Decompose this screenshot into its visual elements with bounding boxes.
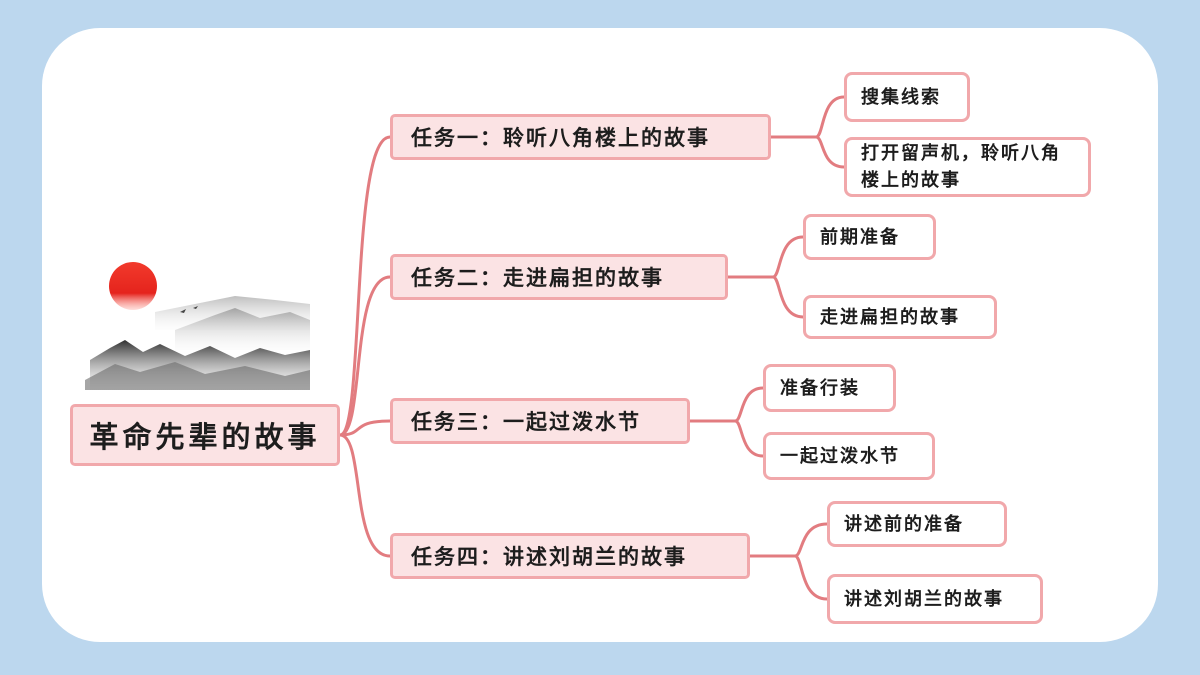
root-to-task-3-line [339, 419, 391, 437]
task-2-to-subtask-2-line [772, 275, 804, 319]
task-2-to-subtask-1-line [772, 235, 804, 279]
subtask-1-2-label: 打开留声机，聆听八角楼上的故事 [861, 143, 1061, 191]
root-to-task-4-line [339, 433, 391, 558]
subtask-4-1[interactable]: 讲述前的准备 [827, 501, 1007, 547]
root-to-task-2-line [339, 275, 391, 437]
task-4[interactable]: 任务四：讲述刘胡兰的故事 [390, 533, 750, 579]
subtask-3-1[interactable]: 准备行装 [763, 364, 896, 412]
subtask-1-1[interactable]: 搜集线索 [844, 72, 970, 122]
subtask-3-2[interactable]: 一起过泼水节 [763, 432, 935, 480]
subtask-2-2[interactable]: 走进扁担的故事 [803, 295, 997, 339]
task-4-to-subtask-1-line [794, 522, 828, 558]
subtask-1-1-label: 搜集线索 [861, 86, 941, 108]
task-4-to-subtask-2-line [794, 554, 828, 601]
subtask-2-2-label: 走进扁担的故事 [820, 306, 960, 328]
task-3[interactable]: 任务三：一起过泼水节 [390, 398, 690, 444]
task-1[interactable]: 任务一：聆听八角楼上的故事 [390, 114, 771, 160]
subtask-4-2-label: 讲述刘胡兰的故事 [844, 588, 1004, 610]
task-1-label: 任务一：聆听八角楼上的故事 [411, 125, 710, 150]
root-topic-label: 革命先辈的故事 [89, 420, 321, 454]
subtask-2-1-label: 前期准备 [820, 226, 900, 248]
task-3-label: 任务三：一起过泼水节 [411, 409, 641, 434]
task-3-to-subtask-1-line [734, 386, 764, 423]
task-4-label: 任务四：讲述刘胡兰的故事 [411, 544, 687, 569]
subtask-1-2[interactable]: 打开留声机，聆听八角楼上的故事 [844, 137, 1091, 197]
task-2-label: 任务二：走进扁担的故事 [411, 265, 664, 290]
ink-landscape-with-red-sun-icon [85, 262, 310, 390]
root-topic[interactable]: 革命先辈的故事 [70, 404, 340, 466]
subtask-4-1-label: 讲述前的准备 [844, 513, 964, 535]
task-3-to-subtask-2-line [734, 419, 764, 458]
subtask-2-1[interactable]: 前期准备 [803, 214, 936, 260]
task-1-to-subtask-2-line [815, 135, 845, 169]
subtask-4-2[interactable]: 讲述刘胡兰的故事 [827, 574, 1043, 624]
subtask-3-2-label: 一起过泼水节 [780, 445, 900, 467]
task-1-to-subtask-1-line [815, 95, 845, 139]
root-to-task-1-line [339, 135, 391, 437]
task-2[interactable]: 任务二：走进扁担的故事 [390, 254, 728, 300]
subtask-3-1-label: 准备行装 [780, 377, 860, 399]
